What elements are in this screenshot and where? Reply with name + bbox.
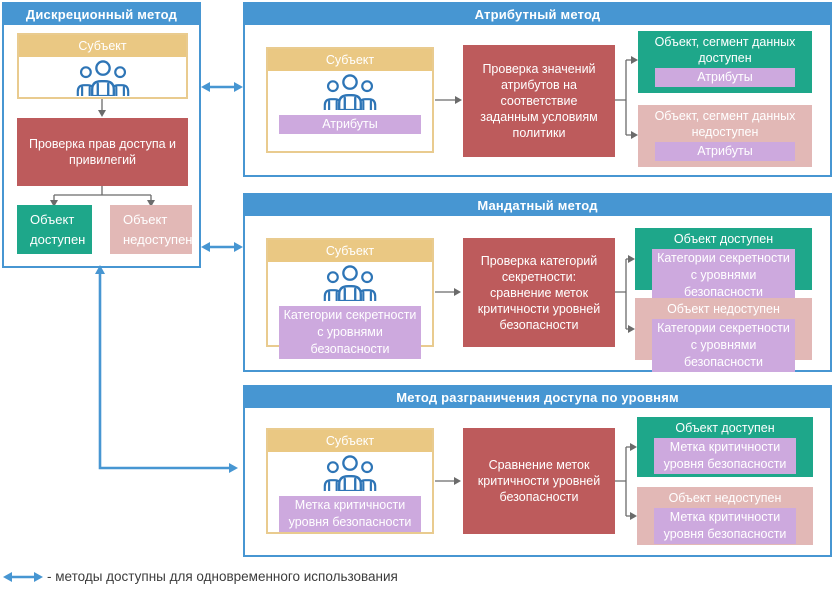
object-denied-box: Объект, сегмент данных недоступен Атрибу…: [638, 105, 812, 167]
object-denied-box: Объект недоступен Категории секретности …: [635, 298, 812, 372]
check-box: Сравнение меток критичности уровней безо…: [463, 428, 615, 534]
result-title: Объект недоступен: [668, 491, 782, 505]
subject-box: Субъект Атрибуты: [266, 47, 434, 153]
result-title: Объект доступен: [675, 421, 775, 435]
panel-mandatory-method: Мандатный метод Субъект Категории секрет…: [243, 193, 832, 372]
people-group-icon: [76, 60, 130, 96]
object-allowed-box: Объект доступен: [17, 205, 92, 254]
result-title: Объект, сегмент данных доступен: [654, 35, 796, 65]
subject-box: Субъект Категории секретности с уровнями…: [266, 238, 434, 359]
result-label-chip: Метка критичности уровня безопасности: [654, 508, 796, 544]
result-title: Объект, сегмент данных недоступен: [654, 109, 796, 139]
result-title: Объект доступен: [673, 232, 774, 246]
result-label-chip: Атрибуты: [655, 68, 795, 87]
result-label-chip: Метка критичности уровня безопасности: [654, 438, 796, 474]
people-group-icon: [323, 455, 377, 491]
result-label-chip: Категории секретности с уровнями безопас…: [652, 249, 795, 302]
subject-label-chip: Метка критичности уровня безопасности: [279, 496, 421, 532]
subject-title: Субъект: [268, 430, 432, 452]
result-label-chip: Категории секретности с уровнями безопас…: [652, 319, 795, 372]
check-box: Проверка прав доступа и привилегий: [17, 118, 188, 186]
panel-levels-method: Метод разграничения доступа по уровням С…: [243, 385, 832, 557]
object-denied-box: Объект недоступен: [110, 205, 193, 254]
object-allowed-box: Объект, сегмент данных доступен Атрибуты: [638, 31, 812, 93]
panel-title: Дискреционный метод: [4, 4, 199, 25]
subject-label-chip: Атрибуты: [279, 115, 421, 134]
subject-label-chip: Категории секретности с уровнями безопас…: [279, 306, 421, 359]
legend-double-arrow-icon: [3, 572, 43, 582]
check-box: Проверка значений атрибутов на соответст…: [463, 45, 615, 157]
legend-label: - методы доступны для одновременного исп…: [47, 569, 398, 584]
subject-title: Субъект: [268, 49, 432, 71]
subject-box: Субъект Метка критичности уровня безопас…: [266, 428, 434, 534]
object-allowed-box: Объект доступен Категории секретности с …: [635, 228, 812, 302]
panel-title: Атрибутный метод: [245, 4, 830, 25]
panel-attribute-method: Атрибутный метод Субъект Атрибуты Провер…: [243, 2, 832, 177]
object-denied-box: Объект недоступен Метка критичности уров…: [637, 487, 813, 545]
check-box: Проверка категорий секретности: сравнени…: [463, 238, 615, 347]
subject-title: Субъект: [268, 240, 432, 262]
result-title: Объект недоступен: [667, 302, 780, 316]
panel-discretionary-method: Дискреционный метод Субъект Проверка пра…: [2, 2, 201, 268]
elbow-arrow-discretionary-levels: [95, 265, 238, 473]
subject-title: Субъект: [19, 35, 186, 57]
people-group-icon: [323, 74, 377, 110]
people-group-icon: [323, 265, 377, 301]
double-arrow-discretionary-mandatory: [201, 242, 243, 252]
panel-title: Метод разграничения доступа по уровням: [245, 387, 830, 408]
object-allowed-box: Объект доступен Метка критичности уровня…: [637, 417, 813, 477]
subject-box: Субъект: [17, 33, 188, 99]
panel-title: Мандатный метод: [245, 195, 830, 216]
result-label-chip: Атрибуты: [655, 142, 795, 161]
double-arrow-discretionary-attribute: [201, 82, 243, 92]
